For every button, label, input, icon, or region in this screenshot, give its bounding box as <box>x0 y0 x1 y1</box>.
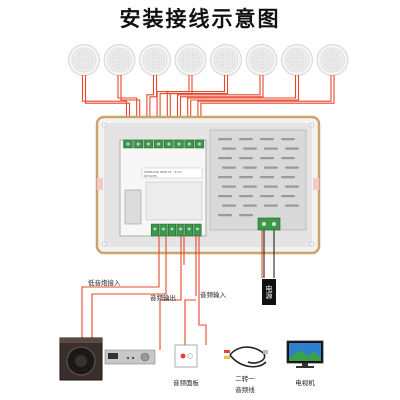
rca-plug-red-icon <box>224 350 230 353</box>
audio-output-label: 音频输出 <box>150 293 176 302</box>
power-label-box <box>262 279 276 305</box>
left-clip <box>97 178 103 190</box>
subwoofer-top <box>60 338 102 343</box>
terminal-screw <box>262 222 266 226</box>
y-audio-cable <box>224 346 268 368</box>
screw-hole <box>101 122 107 128</box>
module-board <box>145 181 203 221</box>
right-clip <box>313 178 319 190</box>
rca-white-jack-icon <box>187 353 193 359</box>
power-wires <box>261 230 275 278</box>
av-receiver <box>104 349 156 365</box>
power-terminal <box>257 217 281 231</box>
module-connector <box>124 189 142 225</box>
tv-stand-base <box>296 366 314 368</box>
audio-input-label: 音频输入 <box>200 290 227 299</box>
receiver-display <box>108 353 118 359</box>
amplifier-panel: OVEROAD PWR C1 · 8 Ch CE RoHS <box>95 115 321 255</box>
ceiling-speaker-icon <box>245 44 278 76</box>
diagram-title: 安装接线示意图 <box>120 7 281 31</box>
receiver-knob-icon <box>140 352 150 362</box>
subwoofer-input-label: 低音炮接入 <box>88 278 121 287</box>
tv-screen-landscape <box>289 350 321 361</box>
audio-wall-plate <box>174 344 198 368</box>
device-wires <box>81 236 207 350</box>
subwoofer-cone <box>75 355 87 367</box>
television <box>286 340 324 368</box>
audio-terminal-strip <box>150 223 202 237</box>
screw-hole <box>309 241 315 247</box>
subwoofer <box>59 337 103 381</box>
ceiling-speaker-icon <box>174 44 207 76</box>
power-supply-heatsink <box>209 129 307 231</box>
ceiling-speaker-icon <box>103 44 136 76</box>
rca-red-jack-icon <box>180 353 186 359</box>
vent-slots <box>218 138 299 217</box>
module-label-line2: CE RoHS <box>144 174 157 178</box>
audio-plate-face <box>174 344 198 368</box>
screw-hole <box>101 241 107 247</box>
power-label: 电源 <box>265 284 273 300</box>
mini-jack-plug-icon <box>263 350 268 354</box>
ceiling-speaker-icon <box>139 44 171 76</box>
speaker-terminal-strip <box>123 139 205 149</box>
rca-plug-yellow-icon <box>224 356 230 359</box>
ceiling-speaker-icon <box>316 44 349 76</box>
terminal-screw <box>272 222 276 226</box>
cable-label-line2: 音频线 <box>235 385 255 394</box>
cable-label-line1: 二转一 <box>235 374 255 383</box>
audio-panel-label: 音频面板 <box>173 378 200 387</box>
module-label-line1: OVEROAD PWR C1 · 8 Ch <box>144 170 182 174</box>
tv-label: 电视机 <box>295 378 315 387</box>
ceiling-speaker-icon <box>68 44 100 76</box>
screw-hole <box>309 122 315 128</box>
speaker-row <box>68 44 349 76</box>
module-label-plate <box>141 167 203 179</box>
ceiling-speaker-icon <box>281 44 313 76</box>
ceiling-speaker-icon <box>210 44 242 76</box>
tv-stand <box>302 363 308 366</box>
